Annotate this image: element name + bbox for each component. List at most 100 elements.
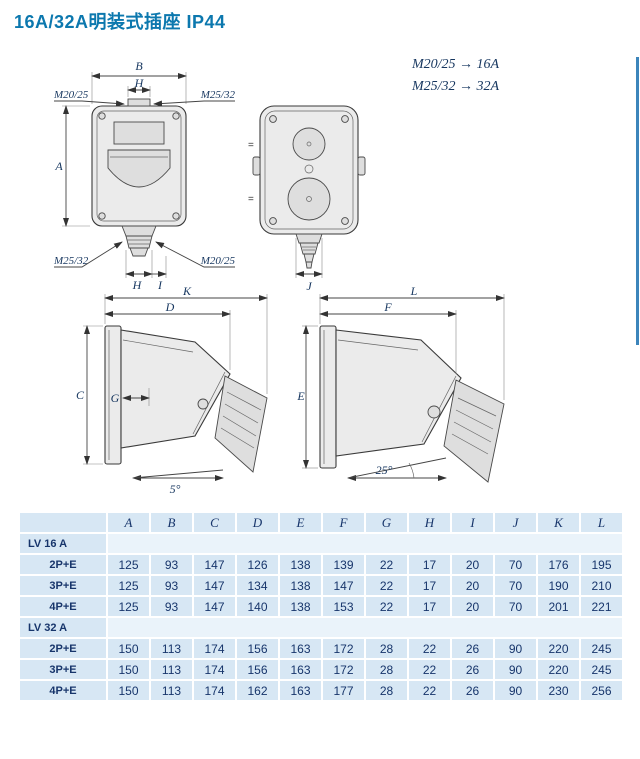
dim-label-h-bottom: H: [132, 278, 143, 292]
column-header-H: H: [407, 511, 452, 534]
front-view-drawing: B H M20/25 M25/32 A M25/32 M20/25 H I: [53, 59, 235, 292]
back-view-drawing: = = J: [248, 105, 366, 293]
screw-icon: [172, 112, 180, 120]
dim-value: 177: [321, 679, 366, 702]
flap-hinge: [427, 405, 441, 419]
dim-value: 220: [536, 637, 581, 660]
dim-value: 153: [321, 595, 366, 618]
dim-value: 150: [106, 679, 151, 702]
dim-value: 70: [493, 553, 538, 576]
dim-value: 150: [106, 658, 151, 681]
gland-label-bottom-left: M25/32: [53, 255, 89, 267]
dim-value: 163: [278, 658, 323, 681]
angle-label-25deg: 25°: [376, 463, 393, 477]
dim-value: 93: [149, 574, 194, 597]
dim-value: 20: [450, 595, 495, 618]
dim-label-k: K: [182, 284, 192, 298]
note-32a: M25/32 → 32A: [412, 79, 500, 95]
dim-value: 17: [407, 574, 452, 597]
dim-value: 113: [149, 679, 194, 702]
dim-value: 17: [407, 553, 452, 576]
dim-value: 28: [364, 679, 409, 702]
dim-value: 126: [235, 553, 280, 576]
table-corner-cell: [18, 511, 108, 534]
dim-value: 22: [407, 637, 452, 660]
side-16a-dimensions: K D C G 5°: [76, 284, 268, 496]
column-header-D: D: [235, 511, 280, 534]
front-dimensions: B H M20/25 M25/32 A M25/32 M20/25 H I: [53, 59, 235, 292]
side-32a-body: [319, 325, 505, 483]
bottom-cable-gland: [121, 225, 157, 257]
page-right-rule: [636, 57, 639, 345]
front-socket-body: [91, 98, 187, 257]
screw-icon: [98, 112, 106, 120]
socket-housing: [120, 329, 231, 449]
dim-value: 220: [536, 658, 581, 681]
column-header-E: E: [278, 511, 323, 534]
dim-label-g: G: [111, 391, 120, 405]
dim-value: 150: [106, 637, 151, 660]
dim-label-f: F: [383, 300, 392, 314]
column-header-L: L: [579, 511, 624, 534]
dim-label-c: C: [76, 388, 85, 402]
dim-value: 162: [235, 679, 280, 702]
socket-flap: [107, 149, 171, 188]
dim-value: 22: [364, 574, 409, 597]
dim-value: 90: [493, 658, 538, 681]
dim-value: 138: [278, 595, 323, 618]
dim-value: 221: [579, 595, 624, 618]
dim-value: 172: [321, 658, 366, 681]
dim-value: 134: [235, 574, 280, 597]
section-spacer: [106, 616, 624, 639]
dim-value: 138: [278, 574, 323, 597]
back-dimensions: = = J: [248, 140, 323, 293]
dim-value: 22: [407, 658, 452, 681]
dim-value: 201: [536, 595, 581, 618]
column-header-K: K: [536, 511, 581, 534]
dim-value: 20: [450, 553, 495, 576]
dim-value: 174: [192, 658, 237, 681]
top-knockout: [127, 98, 151, 107]
dim-value: 174: [192, 679, 237, 702]
screw-icon: [172, 212, 180, 220]
dim-value: 147: [321, 574, 366, 597]
dim-value: 26: [450, 658, 495, 681]
dim-label-d: D: [165, 300, 175, 314]
hanging-flap: [214, 375, 268, 473]
dim-value: 113: [149, 637, 194, 660]
column-header-F: F: [321, 511, 366, 534]
dim-value: 163: [278, 679, 323, 702]
column-header-G: G: [364, 511, 409, 534]
dim-value: 174: [192, 637, 237, 660]
dim-value: 22: [364, 553, 409, 576]
dim-value: 147: [192, 574, 237, 597]
column-header-C: C: [192, 511, 237, 534]
angle-label-5deg: 5°: [170, 482, 181, 496]
label-window: [113, 121, 165, 145]
dim-label-h-top: H: [134, 76, 145, 90]
dim-value: 28: [364, 637, 409, 660]
screw-icon: [269, 115, 277, 123]
back-box-body: [252, 105, 366, 269]
column-header-J: J: [493, 511, 538, 534]
column-header-B: B: [149, 511, 194, 534]
dim-value: 17: [407, 595, 452, 618]
row-label: 4P+E: [18, 595, 108, 618]
side-view-32a-drawing: L F E 25°: [296, 284, 505, 483]
note-16a: M20/25 → 16A: [412, 57, 500, 72]
dim-value: 93: [149, 553, 194, 576]
gland-label-bottom-right: M20/25: [200, 255, 236, 267]
row-label: 4P+E: [18, 679, 108, 702]
dim-value: 176: [536, 553, 581, 576]
dim-value: 26: [450, 679, 495, 702]
gland-label-top-left: M20/25: [53, 89, 89, 101]
dim-value: 156: [235, 637, 280, 660]
dim-value: 22: [407, 679, 452, 702]
dim-value: 138: [278, 553, 323, 576]
dim-value: 139: [321, 553, 366, 576]
row-label: 2P+E: [18, 553, 108, 576]
column-header-A: A: [106, 511, 151, 534]
section-spacer: [106, 532, 624, 555]
